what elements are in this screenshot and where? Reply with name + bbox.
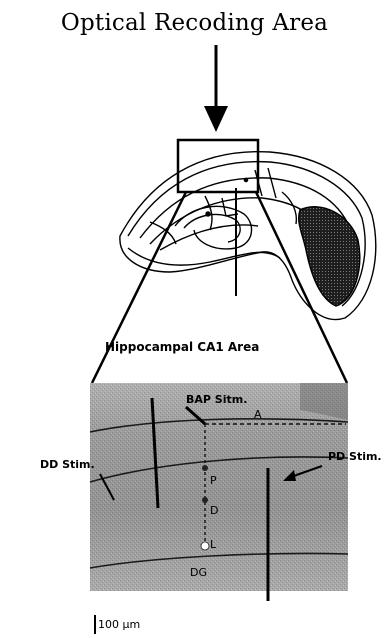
- pd-stim-label: PD Stim.: [328, 450, 382, 463]
- dd-stim-label: DD Stim.: [40, 458, 95, 471]
- layer-d-label: D: [210, 504, 218, 517]
- scale-bar-label: 100 μm: [98, 618, 140, 631]
- hippocampus-slice: [120, 152, 376, 320]
- layer-a-label: A: [254, 408, 262, 421]
- layer-l-label: L: [210, 538, 216, 551]
- layer-p-label: P: [210, 474, 217, 487]
- bap-stim-label: BAP Sitm.: [186, 393, 247, 406]
- ca1-magnified-panel: [90, 383, 348, 601]
- layer-dg-label: DG: [190, 566, 207, 579]
- region-label: Hippocampal CA1 Area: [105, 340, 259, 354]
- title-arrow: [204, 45, 228, 132]
